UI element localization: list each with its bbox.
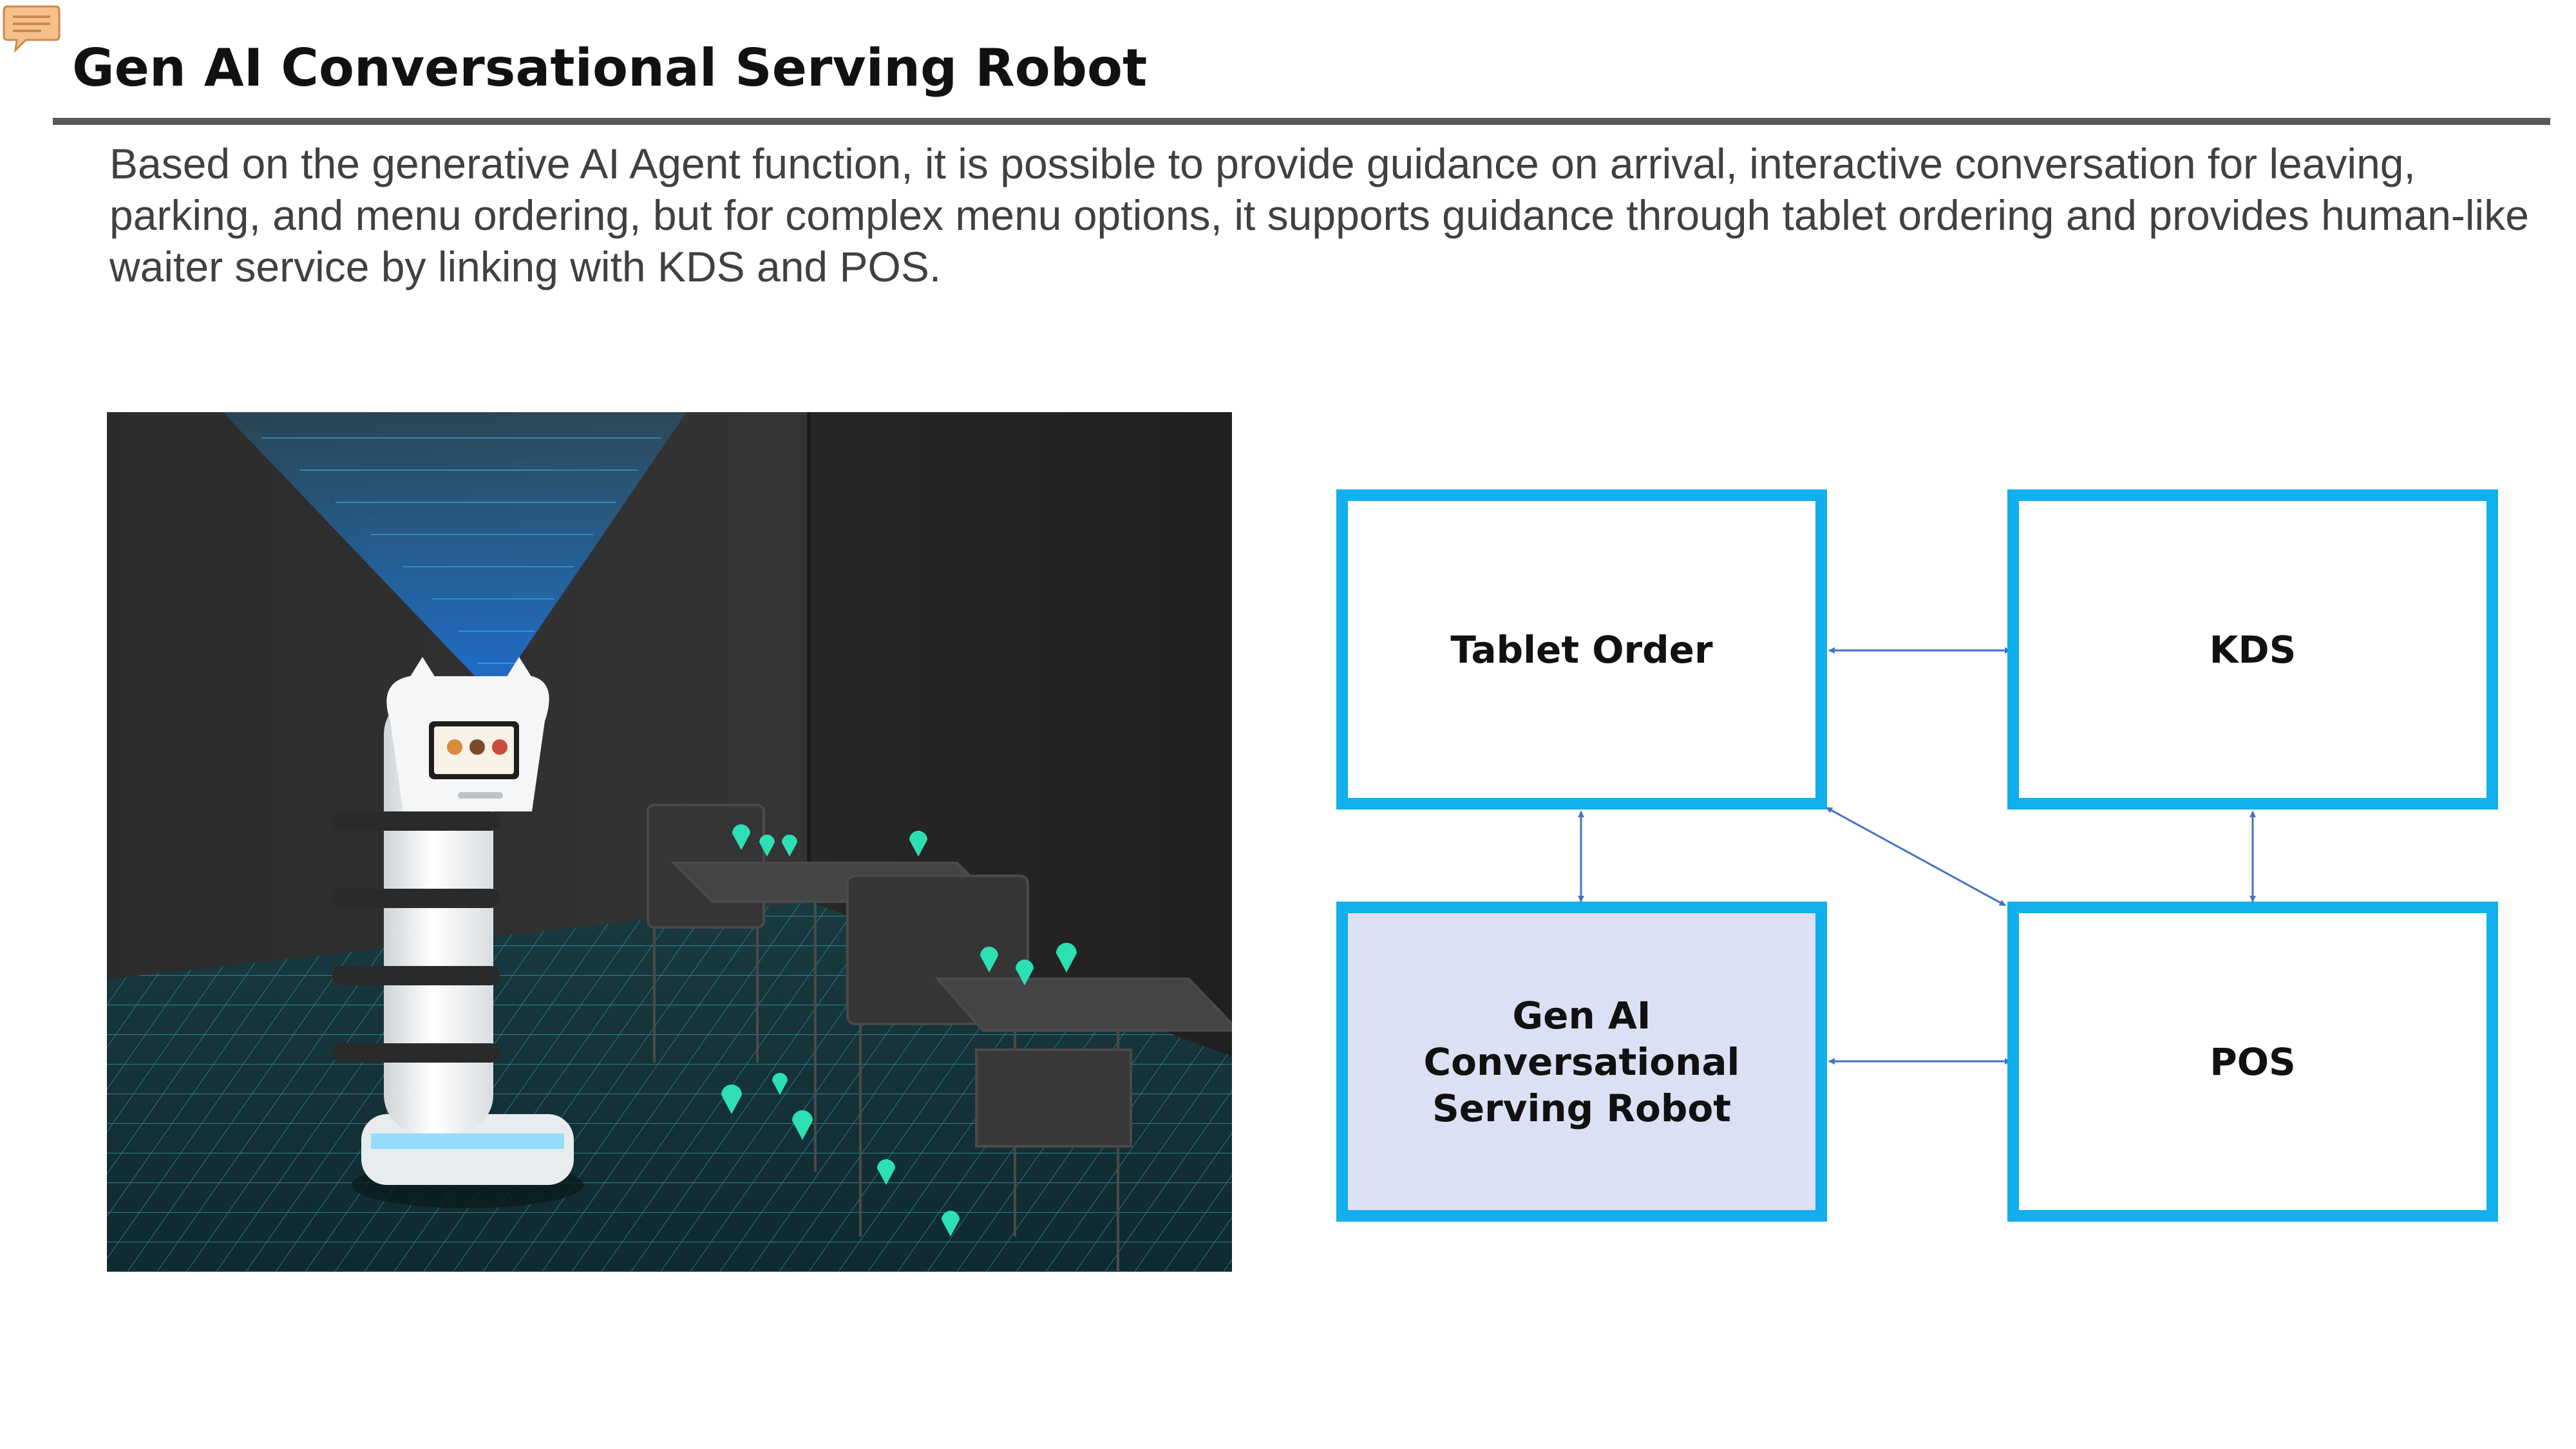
title-divider — [53, 118, 2550, 125]
kds-box: KDS — [2007, 489, 2498, 810]
serving-robot-label: Gen AI Conversational Serving Robot — [1423, 993, 1740, 1130]
serving-robot-box: Gen AI Conversational Serving Robot — [1336, 902, 1827, 1222]
slide-title: Gen AI Conversational Serving Robot — [72, 38, 1148, 98]
serving-robot-photo — [107, 412, 1232, 1272]
comment-icon[interactable] — [3, 3, 61, 54]
arrow-tablet-pos — [1826, 806, 2006, 907]
pos-label: POS — [2210, 1039, 2296, 1084]
tablet-order-label: Tablet Order — [1450, 627, 1713, 672]
kds-label: KDS — [2209, 627, 2297, 672]
slide-description: Based on the generative AI Agent functio… — [109, 140, 2529, 290]
pos-box: POS — [2007, 902, 2498, 1222]
tablet-order-box: Tablet Order — [1336, 489, 1827, 810]
